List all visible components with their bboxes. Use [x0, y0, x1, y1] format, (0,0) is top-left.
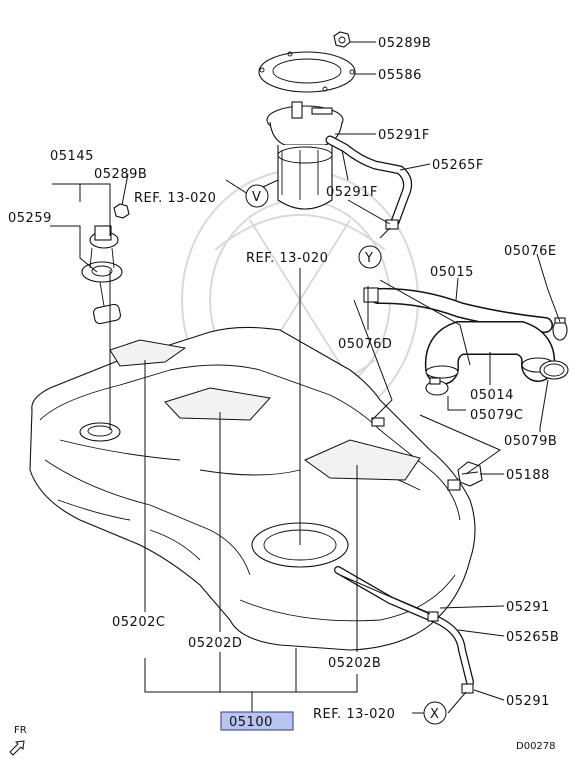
label-05259[interactable]: 05259	[8, 211, 52, 226]
insulator-05202c	[109, 339, 187, 367]
fuel-tank	[29, 326, 476, 651]
label-05145[interactable]: 05145	[50, 149, 94, 164]
filler-neck-hose-05014	[424, 321, 556, 385]
label-05079c[interactable]: 05079C	[470, 408, 523, 423]
label-05015[interactable]: 05015	[430, 265, 474, 280]
diagram-code: D00278	[516, 741, 556, 752]
insulator-05202b	[304, 439, 421, 481]
label-05076d[interactable]: 05076D	[338, 337, 392, 352]
part-labels: 05289B 05586 05291F 05265F 05145 05289B …	[8, 36, 559, 722]
label-05291-r1[interactable]: 05291	[506, 600, 550, 615]
ref-13-020-y[interactable]: REF. 13-020	[246, 251, 328, 266]
clamp-05079c	[425, 377, 449, 396]
ref-circle-v[interactable]: V	[245, 184, 269, 208]
sender-nut	[113, 203, 130, 219]
filler-hose-05015	[363, 287, 553, 333]
label-05289b-left[interactable]: 05289B	[94, 167, 147, 182]
label-05202d[interactable]: 05202D	[188, 636, 242, 651]
arrow-icon	[9, 740, 25, 756]
label-05202b[interactable]: 05202B	[328, 656, 381, 671]
ref-circle-x[interactable]: X	[423, 701, 447, 725]
label-05100[interactable]: 05100	[229, 715, 273, 730]
hose-05265f	[325, 135, 413, 230]
fuel-pump-module	[266, 101, 344, 210]
clamp-05076e	[552, 317, 568, 341]
main-part-05100[interactable]: 05100	[220, 711, 294, 731]
label-05291-r2[interactable]: 05291	[506, 694, 550, 709]
label-05291f-mid[interactable]: 05291F	[326, 185, 378, 200]
leader-lines	[50, 41, 561, 714]
ref-13-020-v[interactable]: REF. 13-020	[134, 191, 216, 206]
label-05014[interactable]: 05014	[470, 388, 514, 403]
label-05079b[interactable]: 05079B	[504, 434, 557, 449]
ref-circle-y[interactable]: Y	[358, 245, 382, 269]
circle-y-letter: Y	[364, 251, 373, 266]
label-05265b[interactable]: 05265B	[506, 630, 559, 645]
pump-lock-ring	[258, 51, 356, 93]
circle-x-letter: X	[430, 707, 439, 722]
circle-v-letter: V	[252, 190, 261, 205]
ref-13-020-x[interactable]: REF. 13-020	[313, 707, 395, 722]
label-05291f-top[interactable]: 05291F	[378, 128, 430, 143]
fuel-gauge-sender	[81, 225, 123, 325]
label-05076e[interactable]: 05076E	[504, 244, 557, 259]
label-05188[interactable]: 05188	[506, 468, 550, 483]
label-05586[interactable]: 05586	[378, 68, 422, 83]
main-part-highlight	[220, 711, 294, 731]
hose-05265b	[334, 566, 474, 694]
insulator-05202d	[164, 387, 271, 421]
label-05202c[interactable]: 05202C	[112, 615, 165, 630]
label-05265f[interactable]: 05265F	[432, 158, 484, 173]
label-05289b-top[interactable]: 05289B	[378, 36, 431, 51]
fr-label: FR	[14, 725, 27, 736]
clamp-05079b	[539, 360, 569, 380]
pump-nut	[333, 31, 351, 48]
front-direction-arrow: FR	[9, 725, 27, 756]
